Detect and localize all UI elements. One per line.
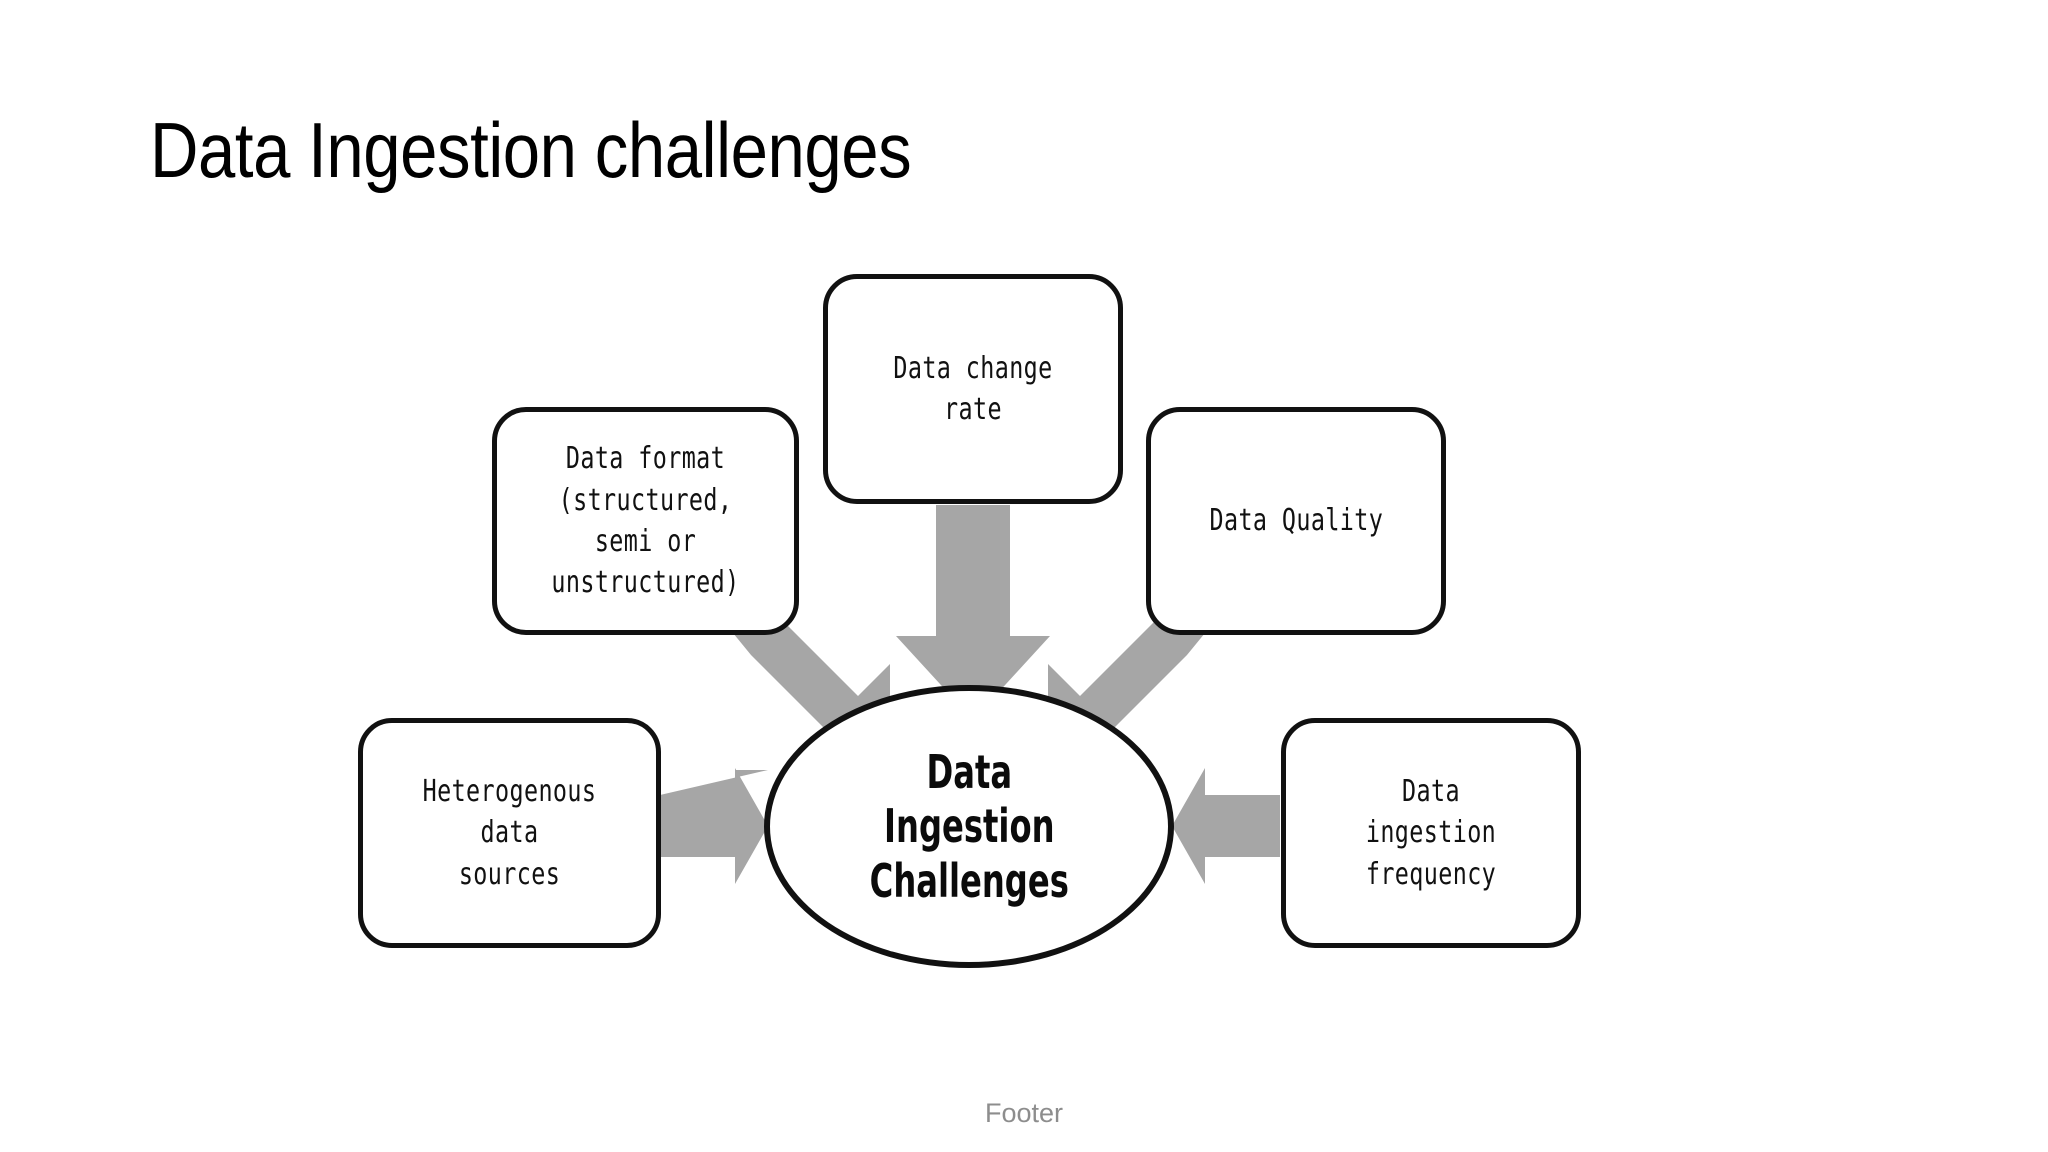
node-data-change-rate[interactable]: Data change rate [823,274,1123,504]
node-data-quality[interactable]: Data Quality [1146,407,1446,635]
page-title: Data Ingestion challenges [150,106,912,194]
node-data-ingestion-frequency-label: Data ingestion frequency [1365,773,1497,892]
slide-footer: Footer [984,1098,1064,1128]
node-data-change-rate-label: Data change rate [893,350,1053,427]
arrow-data-change-rate-to-hub [896,505,1050,720]
arrow-heterogenous-to-hub [660,768,768,884]
node-data-format-label: Data format (structured, semi or unstruc… [551,441,740,601]
node-heterogenous-data-sources[interactable]: Heterogenous data sources [358,718,661,948]
arrow-frequency-to-hub [1172,768,1280,884]
hub-data-ingestion-challenges[interactable]: Data Ingestion Challenges [764,685,1174,968]
node-data-quality-label: Data Quality [1209,503,1383,539]
node-data-ingestion-frequency[interactable]: Data ingestion frequency [1281,718,1581,948]
hub-label: Data Ingestion Challenges [869,745,1069,908]
node-data-format[interactable]: Data format (structured, semi or unstruc… [492,407,799,635]
node-heterogenous-data-sources-label: Heterogenous data sources [422,773,597,892]
